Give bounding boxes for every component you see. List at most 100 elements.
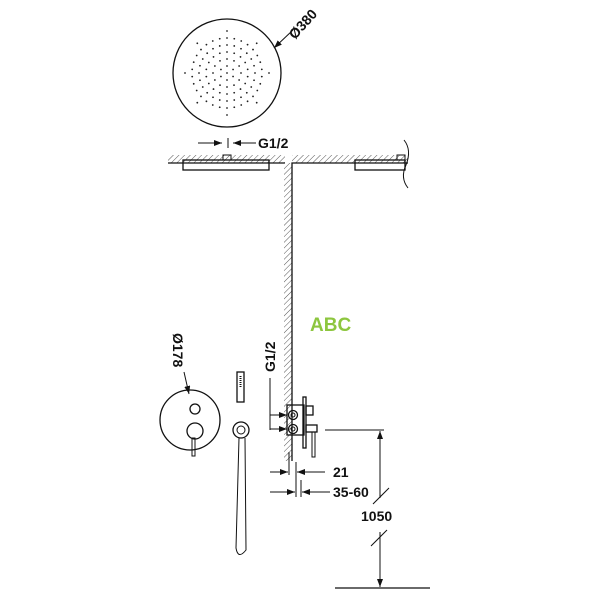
nozzle-dot [256, 89, 259, 92]
nozzle-dot [218, 106, 221, 109]
nozzle-dot [226, 58, 228, 60]
nozzle-dot [206, 52, 209, 55]
nozzle-dot [201, 58, 204, 60]
nozzle-dot [192, 82, 195, 85]
nozzle-dot [233, 91, 236, 94]
shower-connection-label: G1/2 [258, 135, 289, 151]
nozzle-dot [259, 82, 262, 85]
nozzle-dot [232, 75, 234, 78]
nozzle-dot [226, 65, 228, 67]
nozzle-dot [213, 79, 216, 81]
nozzle-dot [254, 72, 256, 74]
nozzle-dot [245, 91, 248, 94]
nozzle-dot [226, 79, 228, 81]
nozzle-dot [244, 82, 247, 85]
nozzle-dot [250, 86, 253, 88]
nozzle-dot [268, 72, 270, 74]
nozzle-dot [211, 104, 214, 106]
nozzle-dot [250, 58, 253, 60]
nozzle-dot [212, 47, 214, 50]
nozzle-dot [218, 45, 221, 47]
mixer-plate-front-view: Ø178 [159, 333, 221, 457]
nozzle-dot [240, 72, 242, 74]
nozzle-dot [196, 42, 199, 45]
nozzle-dot [192, 61, 195, 64]
nozzle-dot [226, 30, 228, 32]
nozzle-dot [239, 56, 242, 58]
nozzle-dot [218, 99, 221, 101]
shower-head-diameter-label: Ø380 [285, 6, 320, 42]
nozzle-dot [253, 79, 255, 82]
depth-dimensions: 21 35-60 [270, 452, 369, 500]
nozzle-dot [205, 68, 208, 71]
hand-shower [232, 371, 250, 555]
ceiling-mount-side-view [168, 154, 285, 171]
nozzle-dot [259, 61, 262, 64]
nozzle-dot [233, 106, 236, 109]
plate-depth-label: 21 [333, 464, 349, 480]
nozzle-dot [200, 48, 202, 51]
nozzle-dot [246, 43, 249, 46]
nozzle-dot [205, 75, 208, 78]
nozzle-dot [256, 54, 259, 57]
nozzle-dot [232, 68, 234, 71]
nozzle-dot [195, 89, 198, 92]
nozzle-dot [233, 84, 235, 87]
nozzle-dot [246, 75, 249, 78]
nozzle-dot [191, 68, 194, 71]
nozzle-dot [218, 37, 221, 40]
embed-depth-label: 35-60 [333, 484, 369, 500]
nozzle-dot [226, 44, 228, 46]
nozzle-dot [218, 52, 221, 55]
nozzle-dot [196, 101, 199, 104]
nozzle-dot [218, 91, 221, 94]
nozzle-dot [245, 52, 248, 55]
nozzle-dot [195, 54, 198, 57]
nozzle-dot [226, 100, 228, 102]
valve-connection-label: G1/2 [262, 341, 278, 372]
nozzle-dot [239, 88, 242, 90]
nozzle-dot [233, 99, 236, 101]
nozzle-dot [205, 100, 208, 103]
nozzle-dot [219, 84, 221, 87]
nozzle-dot [233, 37, 236, 40]
nozzle-dot [212, 96, 214, 99]
valve-side-view [286, 396, 318, 458]
nozzle-dot [220, 68, 222, 71]
nozzle-dot [246, 100, 249, 103]
nozzle-dot [207, 61, 210, 64]
valve-connection-dimension: G1/2 [262, 341, 287, 432]
nozzle-dot [220, 75, 222, 78]
nozzle-dot [240, 40, 243, 42]
nozzle-dot [226, 86, 228, 88]
nozzle-dot [260, 75, 263, 78]
nozzle-dot [201, 86, 204, 88]
nozzle-dot [226, 114, 228, 116]
nozzle-dot [226, 51, 228, 53]
shower-head-top-view: Ø380 [172, 6, 320, 128]
nozzle-dot [191, 75, 194, 78]
nozzle-dot [199, 79, 201, 82]
nozzle-dot [255, 101, 258, 104]
nozzle-dot [211, 40, 214, 42]
shower-connection-dimension: G1/2 [198, 135, 289, 151]
nozzle-dot [253, 64, 255, 67]
nozzle-dot [205, 43, 208, 46]
nozzle-dot [207, 82, 210, 85]
nozzle-dot [226, 72, 228, 74]
nozzle-dot [246, 68, 249, 71]
watermark: ABC [310, 315, 351, 336]
mixer-plate-diameter-label: Ø178 [170, 333, 186, 367]
nozzle-dot [238, 79, 241, 81]
nozzle-dot [238, 65, 241, 67]
diameter-leader [273, 29, 294, 49]
nozzle-dot [233, 59, 235, 62]
nozzle-dot [255, 42, 258, 45]
nozzle-dot [240, 47, 242, 50]
nozzle-dot [200, 95, 202, 98]
nozzle-dot [226, 107, 228, 109]
nozzle-dot [199, 64, 201, 67]
nozzle-dot [240, 104, 243, 106]
nozzle-dot [198, 72, 200, 74]
